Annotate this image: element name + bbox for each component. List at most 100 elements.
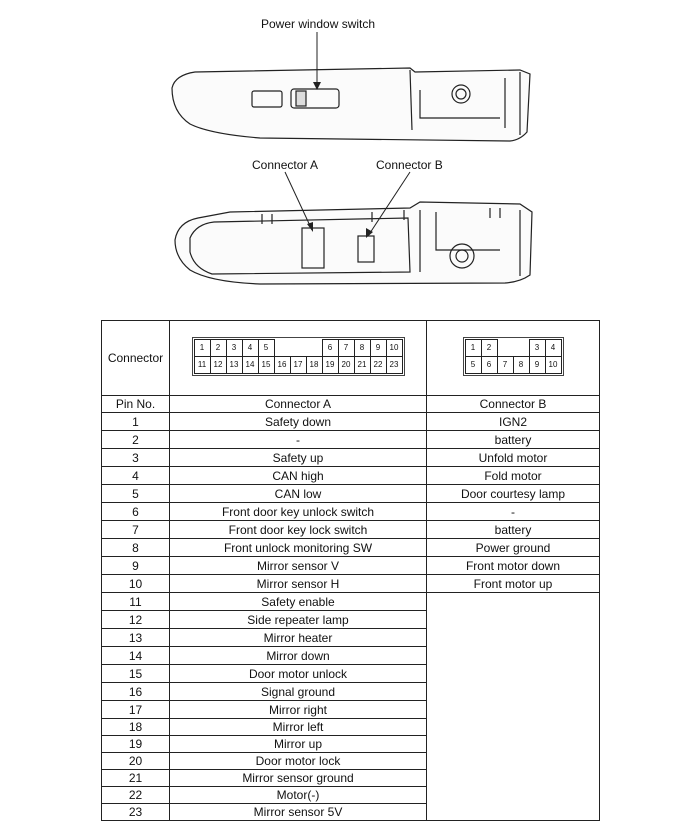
pin-no-header: Pin No. <box>101 395 170 413</box>
connector-b-pin-cell: 3 <box>528 338 546 357</box>
connector-a-function: Safety enable <box>169 592 427 611</box>
connector-a-function: CAN low <box>169 484 427 503</box>
connector-b-pin-cell: 9 <box>528 355 546 374</box>
pin-number: 7 <box>101 520 170 539</box>
pin-number: 3 <box>101 448 170 467</box>
connector-a-pin-cell: 5 <box>257 338 275 357</box>
connector-a-function: Side repeater lamp <box>169 610 427 629</box>
pin-number: 17 <box>101 700 170 719</box>
pin-number: 20 <box>101 752 170 770</box>
pin-number: 8 <box>101 538 170 557</box>
connector-b-pin-cell: 8 <box>512 355 530 374</box>
connector-a-pin-cell: 12 <box>209 355 227 374</box>
connector-b-function: Front motor up <box>426 574 600 593</box>
pin-number: 12 <box>101 610 170 629</box>
connector-b-function: Unfold motor <box>426 448 600 467</box>
switch-drawings <box>171 32 533 285</box>
connector-a-pin-cell: 6 <box>321 338 339 357</box>
connector-a-function: Signal ground <box>169 682 427 701</box>
connector-a-pin-cell: 2 <box>209 338 227 357</box>
column-header-row: Pin No. Connector A Connector B <box>101 395 600 413</box>
connector-a-function: - <box>169 430 427 449</box>
connector-a-function: Safety up <box>169 448 427 467</box>
connector-a-pin-cell: 17 <box>289 355 307 374</box>
connector-a-pin-cell: 23 <box>385 355 403 374</box>
pin-number: 16 <box>101 682 170 701</box>
connector-b-pin-cell <box>497 339 513 356</box>
connector-a-function: Front door key lock switch <box>169 520 427 539</box>
connector-a-function: Mirror heater <box>169 628 427 647</box>
pin-number: 15 <box>101 664 170 683</box>
pin-number: 21 <box>101 769 170 787</box>
connector-a-function: Front door key unlock switch <box>169 502 427 521</box>
pin-number: 6 <box>101 502 170 521</box>
pin-number: 14 <box>101 646 170 665</box>
connector-b-pin-cell: 7 <box>496 355 514 374</box>
connector-a-pin-cell: 1 <box>193 338 211 357</box>
pin-number: 13 <box>101 628 170 647</box>
connector-a-pin-cell: 19 <box>321 355 339 374</box>
connector-a-pin-cell: 8 <box>353 338 371 357</box>
connector-b-function: Front motor down <box>426 556 600 575</box>
connector-a-function: Mirror left <box>169 718 427 736</box>
connector-b-function: IGN2 <box>426 412 600 431</box>
switch-top-view <box>171 67 531 142</box>
connector-header: Connector <box>101 320 170 396</box>
connector-a-function: Motor(-) <box>169 786 427 804</box>
connector-a-function: Door motor unlock <box>169 664 427 683</box>
connector-a-function: Mirror sensor ground <box>169 769 427 787</box>
connector-b-function: battery <box>426 520 600 539</box>
connector-a-pin-cell <box>306 339 322 356</box>
connector-b-pin-cell: 6 <box>480 355 498 374</box>
connector-b-pin-cell: 1 <box>464 338 482 357</box>
pin-number: 1 <box>101 412 170 431</box>
connector-b-function: battery <box>426 430 600 449</box>
connector-b-function: Power ground <box>426 538 600 557</box>
connector-a-function: Mirror up <box>169 735 427 753</box>
connector-b-header: Connector B <box>426 395 600 413</box>
connector-a-function: Mirror right <box>169 700 427 719</box>
connector-b-function: - <box>426 502 600 521</box>
connector-b-pin-cell: 10 <box>544 355 562 374</box>
connector-b-pin-cell: 4 <box>544 338 562 357</box>
connector-a-pin-cell: 20 <box>337 355 355 374</box>
pin-row: 2-battery <box>101 430 600 449</box>
pin-number: 18 <box>101 718 170 736</box>
connector-a-label: Connector A <box>252 158 319 172</box>
connector-a-pin-cell: 4 <box>241 338 259 357</box>
pin-number: 4 <box>101 466 170 485</box>
connector-a-function: CAN high <box>169 466 427 485</box>
connector-a-pin-cell: 11 <box>193 355 211 374</box>
pin-number: 23 <box>101 803 170 821</box>
connector-a-pin-cell: 22 <box>369 355 387 374</box>
connector-b-function: Fold motor <box>426 466 600 485</box>
connector-a-function: Front unlock monitoring SW <box>169 538 427 557</box>
connector-b-pin-cell: 2 <box>480 338 498 357</box>
connector-b-pin-cell <box>513 339 529 356</box>
pin-number: 11 <box>101 592 170 611</box>
connector-a-pin-cell: 7 <box>337 338 355 357</box>
connector-a-pin-cell: 16 <box>273 355 291 374</box>
connector-a-pin-cell: 3 <box>225 338 243 357</box>
connector-a-function: Mirror sensor H <box>169 574 427 593</box>
